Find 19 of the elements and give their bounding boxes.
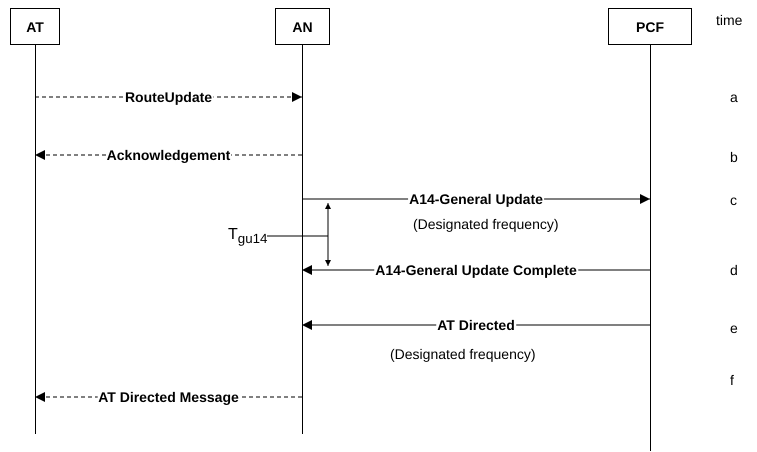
participant-box: AT	[10, 8, 60, 45]
step-letter: d	[730, 262, 738, 278]
step-letter: f	[730, 372, 734, 388]
message-note: (Designated frequency)	[413, 216, 559, 232]
message-label: A14-General Update	[408, 191, 544, 207]
step-letter: a	[730, 89, 738, 105]
message-label: AT Directed Message	[97, 389, 240, 405]
message-label: AT Directed	[436, 317, 516, 333]
message-label: A14-General Update Complete	[374, 262, 578, 278]
message-note: (Designated frequency)	[390, 346, 536, 362]
timer-label: T$_{gu14}$	[228, 226, 268, 246]
step-letter: e	[730, 320, 738, 336]
message-label: RouteUpdate	[124, 89, 214, 105]
step-letter: b	[730, 149, 738, 165]
axis-label: time	[716, 12, 742, 28]
participant-box: PCF	[608, 8, 692, 45]
step-letter: c	[730, 192, 737, 208]
message-label: Acknowledgement	[106, 147, 232, 163]
participant-box: AN	[275, 8, 330, 45]
